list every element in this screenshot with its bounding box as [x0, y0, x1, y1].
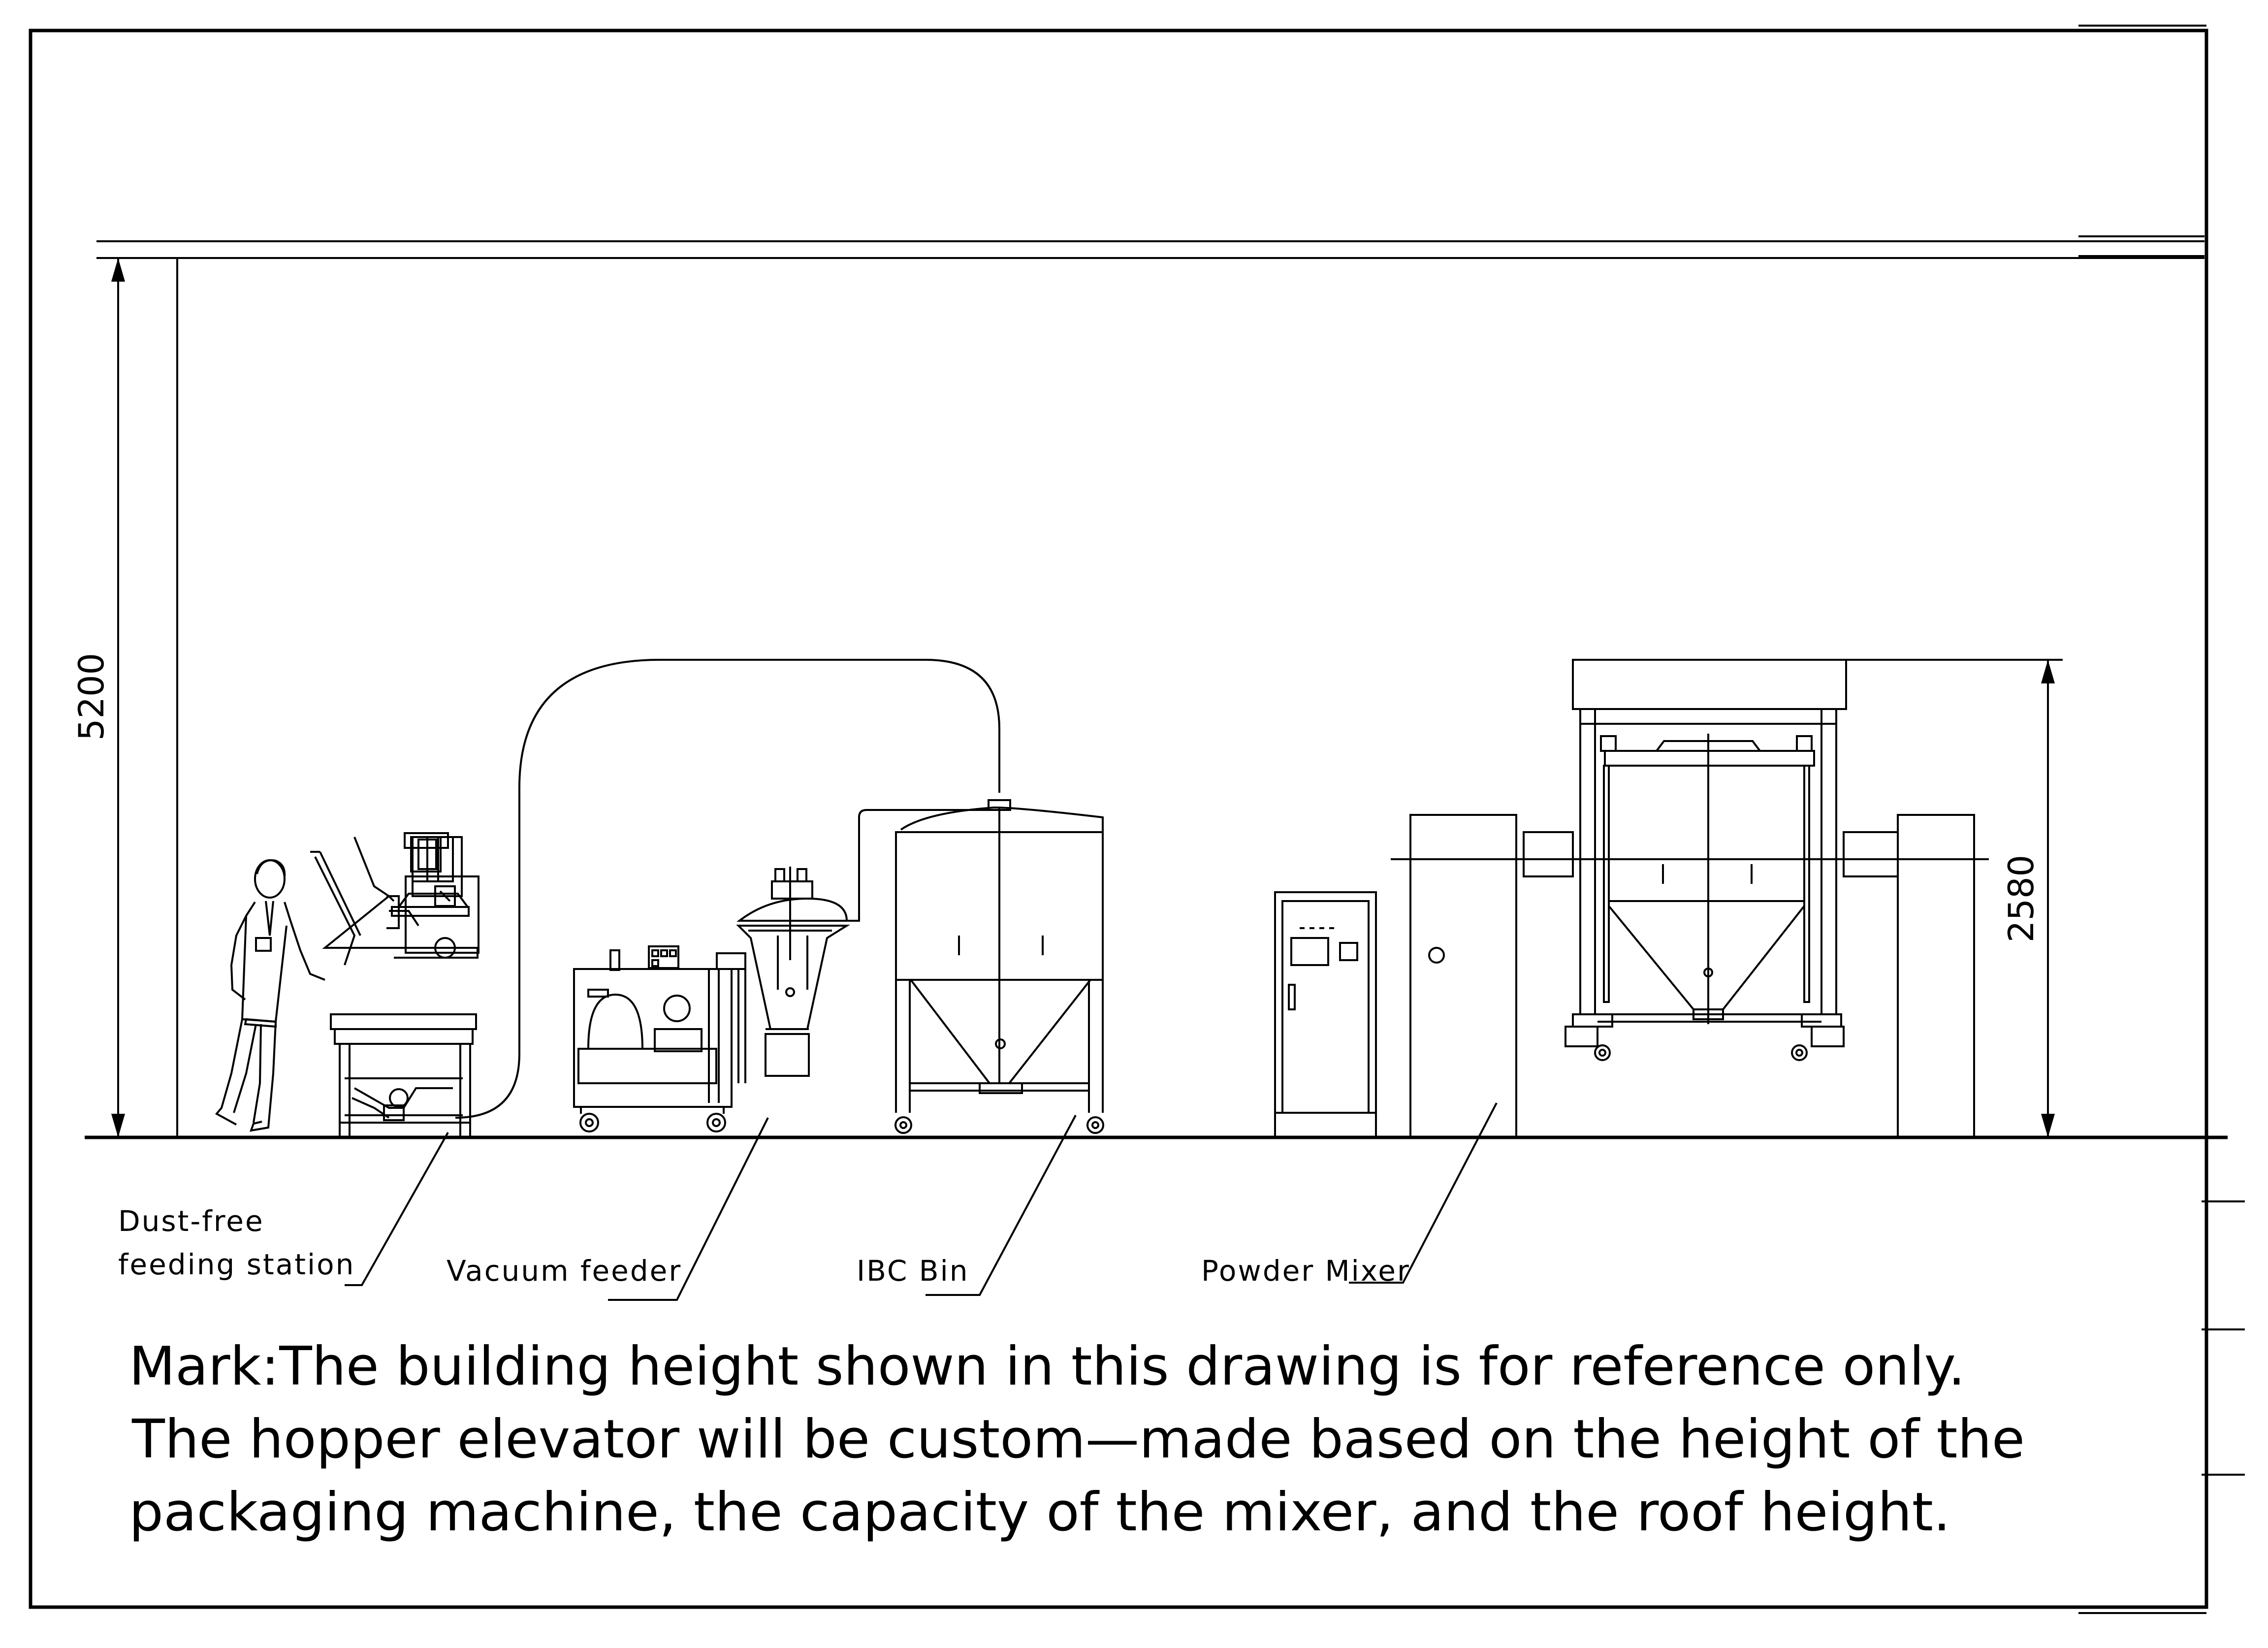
building-height-dimension: 5200 — [71, 258, 125, 1137]
powder-mixer — [1391, 659, 1989, 1138]
control-cabinet — [1274, 891, 1377, 1137]
drawing-note: Mark:The building height shown in this d… — [129, 1336, 2025, 1543]
mixer-height-value: 2580 — [2001, 855, 2042, 942]
label-feeding-station: feeding station — [118, 1248, 355, 1281]
note-line-1: Mark:The building height shown in this d… — [129, 1336, 1965, 1397]
drawing-frame — [29, 25, 2245, 1614]
leader-lines — [345, 1102, 1498, 1301]
ibc-bin — [894, 799, 1104, 1134]
mixer-height-dimension: 2580 — [1846, 659, 2063, 1137]
note-line-3: packaging machine, the capacity of the m… — [129, 1482, 1950, 1543]
note-line-2: The hopper elevator will be custom—made … — [131, 1409, 2025, 1470]
dust-free-feeding-station — [310, 832, 479, 1137]
label-powder-mixer: Powder Mixer — [1201, 1254, 1410, 1288]
conveying-hose — [455, 659, 1000, 1119]
ceiling-lines — [96, 235, 2204, 259]
vacuum-feeder — [573, 867, 850, 1132]
feeder-to-bin-pipe — [847, 809, 999, 922]
label-vacuum-feeder: Vacuum feeder — [447, 1254, 682, 1288]
label-ibc-bin: IBC Bin — [857, 1254, 969, 1288]
label-dust-free: Dust-free — [118, 1204, 264, 1238]
building-height-value: 5200 — [71, 653, 112, 741]
operator-figure — [215, 859, 325, 1132]
